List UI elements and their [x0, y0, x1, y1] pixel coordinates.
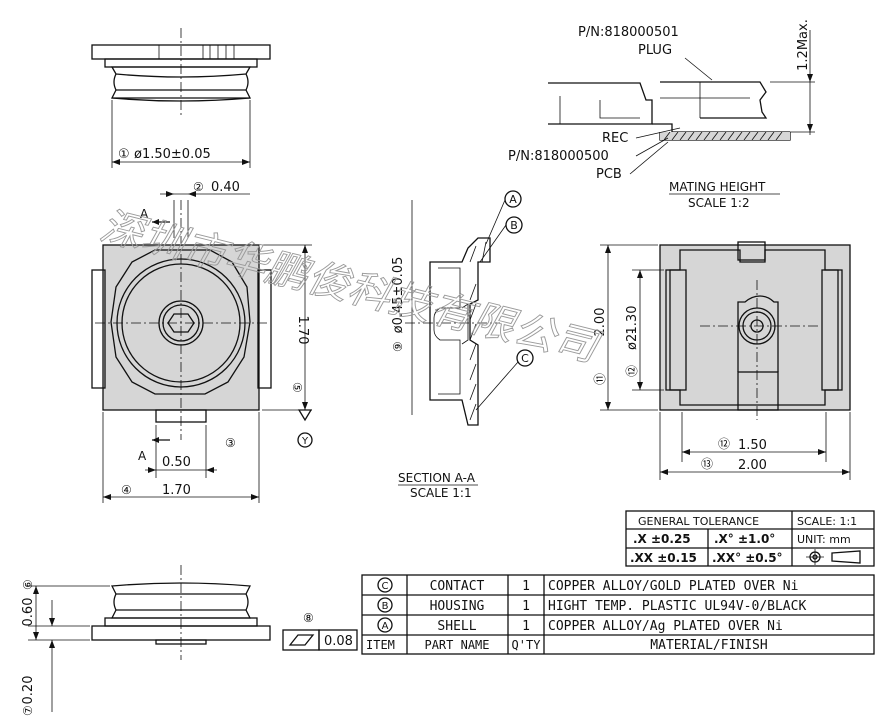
bom-qty: 1 [522, 579, 530, 594]
bom-item: B [382, 601, 389, 612]
flatness-ref: ⑧ [303, 611, 314, 625]
dim-pin-ref: ② [193, 180, 204, 194]
bom-header-qty: Q'TY [512, 638, 542, 652]
dim-w-outer-ref: ⑬ [701, 457, 713, 471]
dim-diameter: ø1.50±0.05 [134, 147, 211, 162]
mating-title: MATING HEIGHT [669, 180, 766, 194]
bom-material: COPPER ALLOY/GOLD PLATED OVER Ni [548, 579, 798, 594]
plug-label: PLUG [638, 43, 672, 58]
tolerance-title: GENERAL TOLERANCE [638, 515, 759, 528]
dim-width-ref: ④ [121, 483, 132, 497]
dim-pad-ref: ③ [225, 436, 236, 450]
dim-height-ref: ⑤ [290, 382, 304, 393]
bom-header-item: ITEM [366, 638, 395, 652]
max-height: 1.2Max. [796, 19, 811, 71]
tol-row2-b: .XX° ±0.5° [712, 551, 783, 565]
bom-table: C CONTACT 1 COPPER ALLOY/GOLD PLATED OVE… [361, 574, 875, 655]
bom-part-name: CONTACT [430, 579, 485, 594]
pn-plug: P/N:818000501 [578, 25, 679, 40]
projection-symbol-icon [806, 549, 861, 565]
mating-view: 1.2Max. P/N:818000501 PLUG REC P/N:81800… [508, 19, 815, 210]
rec-label: REC [602, 131, 628, 146]
dim-pin: 0.40 [211, 180, 240, 195]
side-dim-base-ref: ⑦ [21, 705, 35, 716]
bom-row: C CONTACT 1 COPPER ALLOY/GOLD PLATED OVE… [377, 577, 798, 594]
bom-part-name: HOUSING [430, 599, 485, 614]
tol-row1-b: .X° ±1.0° [714, 532, 775, 546]
callout-c: C [521, 352, 529, 365]
pn-rec: P/N:818000500 [508, 149, 609, 164]
dim-outer: 2.00 [593, 308, 608, 337]
bom-qty: 1 [522, 619, 530, 634]
dim-inner-ref: ⑫ [625, 365, 639, 377]
dim-w-outer: 2.00 [738, 458, 767, 473]
tol-row1-a: .X ±0.25 [633, 532, 691, 546]
dim-bore-ref: ⑨ [391, 341, 405, 352]
callout-b: B [510, 219, 518, 232]
front-view: ② 0.40 A A 1.70 ⑤ Y 0.50 ③ ④ 1.70 [91, 180, 313, 503]
dim-inner: 1.30 [625, 306, 640, 335]
flatness-value: 0.08 [324, 634, 353, 649]
side-dim-base: 0.20 [21, 676, 36, 705]
dim-pad: 0.50 [162, 455, 191, 470]
datum-y: Y [301, 436, 309, 447]
section-view: ø0.45±0.05 ⑨ A B C SECTION A-A SCALE 1:1 [391, 190, 534, 500]
bom-item: A [382, 621, 389, 632]
bom-material: HIGHT TEMP. PLASTIC UL94V-0/BLACK [548, 599, 806, 614]
dim-bore: ø0.45±0.05 [391, 257, 406, 334]
section-scale: SCALE 1:1 [410, 486, 472, 500]
bom-part-name: SHELL [437, 619, 476, 634]
side-dim-height-ref: ⑥ [21, 579, 35, 590]
bom-row: A SHELL 1 COPPER ALLOY/Ag PLATED OVER Ni [377, 617, 783, 634]
dim-outer-ref: ⑪ [593, 373, 607, 385]
bom-material: COPPER ALLOY/Ag PLATED OVER Ni [548, 619, 783, 634]
bottom-view: 2.00 ⑪ 1.30 ø2- ⑫ ⑫ 1.50 ⑬ 2.00 [593, 241, 851, 480]
section-mark-top: A [140, 207, 149, 221]
mating-scale: SCALE 1:2 [688, 196, 750, 210]
dim-height: 1.70 [295, 316, 310, 345]
bom-header-material: MATERIAL/FINISH [650, 638, 767, 653]
bom-row: B HOUSING 1 HIGHT TEMP. PLASTIC UL94V-0/… [377, 597, 806, 614]
section-title: SECTION A-A [398, 471, 476, 485]
bom-qty: 1 [522, 599, 530, 614]
bom-item: C [382, 581, 389, 592]
callout-a: A [509, 193, 517, 206]
dim-inner-prefix: ø2- [625, 329, 640, 350]
section-mark-bottom: A [138, 449, 147, 463]
side-dim-height: 0.60 [21, 598, 36, 627]
tolerance-scale: SCALE: 1:1 [797, 515, 857, 528]
top-view: ① ø1.50±0.05 [91, 28, 271, 168]
dim-w-inner: 1.50 [738, 438, 767, 453]
pcb-label: PCB [596, 167, 622, 182]
tol-row2-a: .XX ±0.15 [630, 551, 697, 565]
tolerance-table: GENERAL TOLERANCE SCALE: 1:1 .X ±0.25 .X… [625, 510, 875, 567]
dim-w-inner-ref: ⑫ [718, 437, 730, 451]
dim-diameter-ref: ① [118, 147, 130, 162]
tolerance-unit: UNIT: mm [797, 533, 851, 546]
bom-header-part-name: PART NAME [424, 638, 489, 652]
dim-width: 1.70 [162, 483, 191, 498]
side-view: 0.60 ⑥ 0.20 ⑦ ⑧ 0.08 [21, 565, 358, 716]
